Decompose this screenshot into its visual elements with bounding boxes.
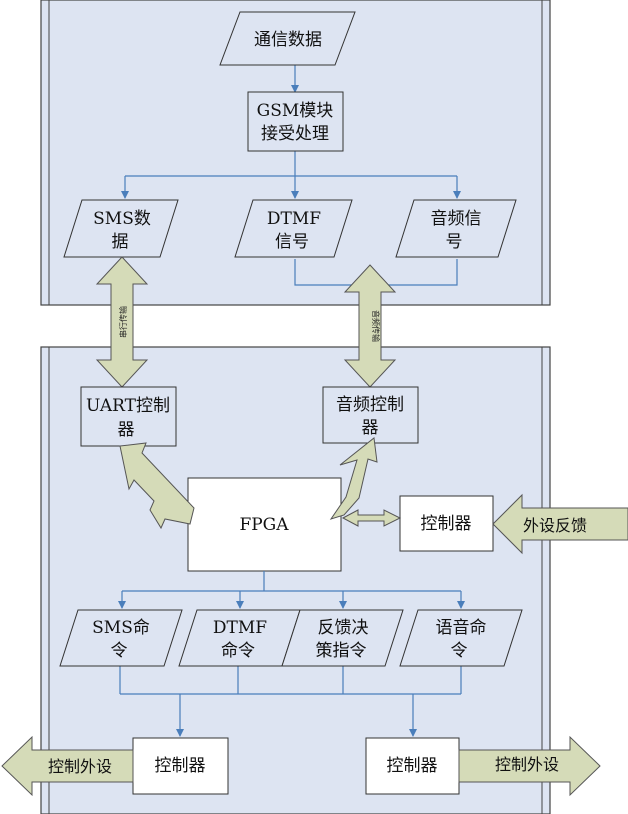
feedback-controller-node: 控制器: [399, 495, 494, 552]
top-connectors: [121, 65, 461, 301]
audio-transfer-label: 音频传输: [371, 310, 381, 342]
uart-label-line2: 器: [118, 420, 135, 440]
comm-data-label: 通信数据: [254, 30, 322, 50]
audio-transfer-arrow: 音频传输: [343, 264, 397, 388]
sms-data-node: SMS数 据: [63, 199, 179, 258]
feedback-command-node: 反馈决 策指令: [281, 609, 404, 667]
peripheral-feedback-arrow: 外设反馈: [492, 493, 628, 555]
voice-command-node: 语音命 令: [399, 609, 523, 667]
command-connectors: [118, 571, 465, 737]
fpga-label: FPGA: [239, 515, 289, 535]
feedback-cmd-label-line1: 反馈决: [318, 618, 369, 638]
audio-fpga-arrow: [329, 437, 378, 520]
feedback-ctrl-label: 控制器: [421, 514, 472, 534]
fpga-controller-arrow: [341, 509, 402, 527]
dtmf-command-node: DTMF 命令: [178, 609, 301, 667]
control-peripheral-arrow-right: 控制外设: [458, 735, 601, 797]
dtmf-signal-label-line1: DTMF: [267, 209, 321, 229]
audio-controller-node: 音频控制 器: [322, 386, 419, 444]
sms-cmd-label-line2: 令: [111, 641, 128, 661]
serial-transfer-arrow: 串行传输: [95, 256, 149, 388]
uart-fpga-arrow: [119, 442, 195, 530]
control-peripheral-right-label: 控制外设: [495, 755, 559, 774]
audio-signal-node: 音频信 号: [395, 199, 517, 258]
audio-ctrl-label-line1: 音频控制: [336, 395, 404, 415]
left-ctrl-label: 控制器: [155, 756, 206, 776]
audio-signal-label-line2: 号: [446, 232, 463, 252]
sms-data-label-line2: 据: [112, 232, 129, 252]
audio-signal-label-line1: 音频信: [431, 209, 482, 229]
right-controller-node: 控制器: [365, 737, 460, 795]
sms-cmd-label-line1: SMS命: [92, 618, 150, 638]
fpga-node: FPGA: [187, 477, 342, 572]
control-peripheral-arrow-left: 控制外设: [1, 735, 134, 797]
sms-command-node: SMS命 令: [59, 609, 183, 667]
voice-cmd-label-line2: 令: [451, 641, 468, 661]
voice-cmd-label-line1: 语音命: [436, 618, 487, 638]
uart-label-line1: UART控制: [86, 396, 170, 416]
control-peripheral-left-label: 控制外设: [48, 757, 112, 776]
uart-controller-node: UART控制 器: [80, 386, 177, 447]
gsm-label-line1: GSM模块: [257, 101, 334, 121]
dtmf-cmd-label-line2: 命令: [221, 641, 255, 661]
dtmf-signal-node: DTMF 信号: [234, 199, 353, 258]
sms-data-label-line1: SMS数: [93, 209, 151, 229]
comm-data-node: 通信数据: [219, 11, 356, 66]
gsm-label-line2: 接受处理: [261, 124, 329, 144]
dtmf-signal-label-line2: 信号: [275, 232, 309, 252]
peripheral-feedback-label: 外设反馈: [523, 516, 587, 535]
dtmf-cmd-label-line1: DTMF: [213, 618, 267, 638]
feedback-cmd-label-line2: 策指令: [316, 641, 367, 661]
serial-transfer-label: 串行传输: [118, 306, 128, 338]
right-ctrl-label: 控制器: [387, 756, 438, 776]
audio-ctrl-label-line2: 器: [362, 418, 379, 438]
gsm-module-node: GSM模块 接受处理: [247, 91, 344, 152]
left-controller-node: 控制器: [132, 737, 229, 795]
